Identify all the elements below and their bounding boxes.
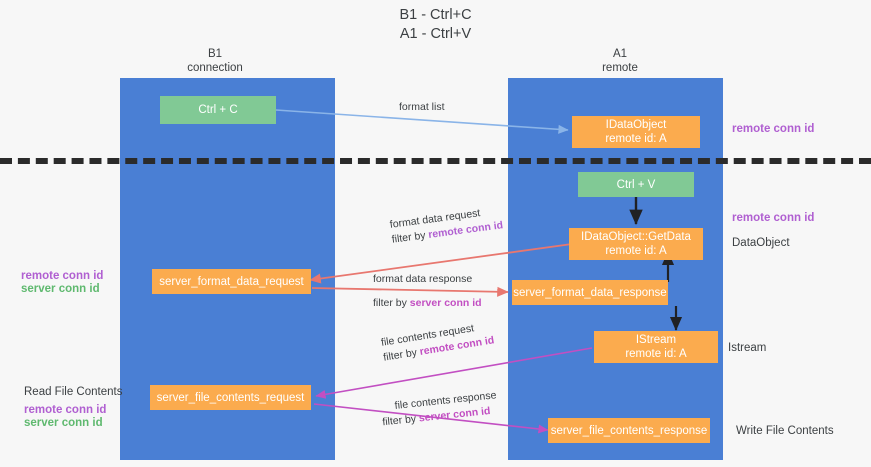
column-b1-subtitle: connection bbox=[187, 61, 243, 74]
annotation-remote-conn-id-top: remote conn id bbox=[732, 123, 815, 135]
annotation-read-file-contents: Read File Contents bbox=[24, 386, 123, 398]
edge-label-file-contents-request: file contents request filter by remote c… bbox=[380, 318, 495, 365]
edge-label-format-data-response-line1: format data response bbox=[373, 273, 473, 285]
node-istream[interactable]: IStream remote id: A bbox=[594, 331, 718, 363]
node-ctrl-v-label: Ctrl + V bbox=[616, 178, 656, 191]
column-b1-name: B1 bbox=[207, 48, 223, 60]
phase-divider bbox=[0, 158, 871, 164]
node-idataobject[interactable]: IDataObject remote id: A bbox=[572, 116, 700, 148]
edge-label-format-list-line1: format list bbox=[399, 101, 445, 113]
column-a1-subtitle: remote bbox=[602, 61, 638, 74]
annotation-left-remote-conn-id-2: remote conn id bbox=[24, 404, 107, 416]
filter-by-prefix-2: filter by bbox=[373, 297, 410, 309]
filter-by-prefix: filter by bbox=[391, 229, 430, 246]
title-line-2: A1 - Ctrl+V bbox=[399, 26, 472, 42]
node-server-format-data-request[interactable]: server_format_data_request bbox=[152, 269, 311, 294]
node-server-format-data-response-label: server_format_data_response bbox=[513, 286, 667, 299]
node-server-format-data-response[interactable]: server_format_data_response bbox=[512, 280, 668, 305]
page-title: B1 - Ctrl+C A1 - Ctrl+V bbox=[0, 6, 871, 44]
column-a1-name: A1 bbox=[612, 48, 628, 60]
edge-label-file-contents-response: file contents response filter by server … bbox=[382, 388, 499, 429]
node-server-file-contents-request[interactable]: server_file_contents_request bbox=[150, 385, 311, 410]
node-getdata[interactable]: IDataObject::GetData remote id: A bbox=[569, 228, 703, 260]
node-idataobject-sub: remote id: A bbox=[605, 133, 667, 145]
edge-label-format-data-response: format data response filter by server co… bbox=[373, 272, 482, 311]
node-istream-label: IStream bbox=[635, 334, 677, 346]
node-istream-sub: remote id: A bbox=[625, 348, 687, 360]
annotation-write-file-contents: Write File Contents bbox=[736, 425, 834, 437]
annotation-left-server-conn-id-2: server conn id bbox=[24, 417, 103, 429]
annotation-left-remote-conn-id: remote conn id bbox=[21, 270, 104, 282]
node-ctrl-c-label: Ctrl + C bbox=[198, 104, 238, 116]
edge-label-format-list: format list bbox=[399, 100, 445, 115]
annotation-remote-conn-id-mid: remote conn id bbox=[732, 212, 815, 224]
node-server-file-contents-response[interactable]: server_file_contents_response bbox=[548, 418, 710, 443]
annotation-istream: Istream bbox=[728, 342, 767, 354]
node-ctrl-v[interactable]: Ctrl + V bbox=[578, 172, 694, 197]
node-ctrl-c[interactable]: Ctrl + C bbox=[160, 96, 276, 124]
node-server-format-data-request-label: server_format_data_request bbox=[159, 275, 304, 288]
filter-by-highlight-2: server conn id bbox=[409, 297, 482, 309]
annotation-left-server-conn-id: server conn id bbox=[21, 283, 100, 295]
node-server-file-contents-response-label: server_file_contents_response bbox=[550, 424, 708, 437]
title-line-1: B1 - Ctrl+C bbox=[399, 7, 472, 23]
node-idataobject-label: IDataObject bbox=[605, 119, 667, 131]
annotation-dataobject: DataObject bbox=[732, 237, 790, 249]
edge-label-format-data-request: format data request filter by remote con… bbox=[389, 203, 504, 247]
column-header-a1: A1 remote bbox=[560, 48, 680, 75]
node-getdata-label: IDataObject::GetData bbox=[581, 231, 691, 243]
column-header-b1: B1 connection bbox=[155, 48, 275, 75]
filter-by-prefix-4: filter by bbox=[381, 412, 420, 429]
edge-label-format-data-response-line2: filter by server conn id bbox=[373, 296, 482, 311]
node-server-file-contents-request-label: server_file_contents_request bbox=[156, 391, 305, 404]
node-getdata-sub: remote id: A bbox=[605, 245, 667, 257]
